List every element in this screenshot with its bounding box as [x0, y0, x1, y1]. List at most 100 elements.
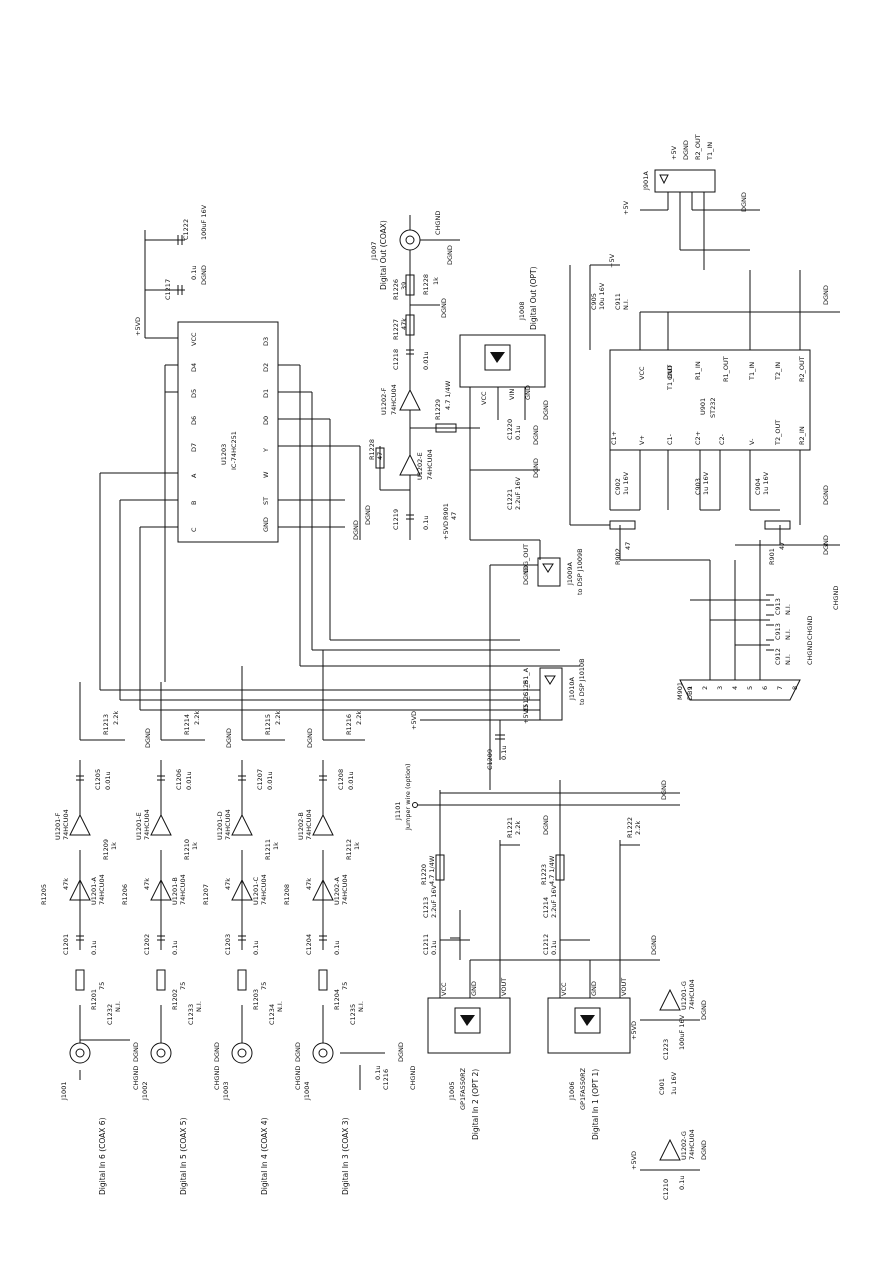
- r1221-val: 2.2k: [514, 821, 522, 835]
- gp1-part: GP1FA550RZ: [579, 1067, 587, 1110]
- r1212-ref: R1212: [345, 839, 353, 860]
- u1203-pin-gnd: GND: [262, 517, 270, 532]
- chgnd-label: CHGND: [409, 1066, 417, 1090]
- j1006-ref: J1006: [568, 1082, 576, 1101]
- u901-pin-r1in: R1_IN: [694, 361, 702, 380]
- u1202g-part: 74HCU04: [688, 1129, 696, 1160]
- r1204-val: 75: [341, 982, 349, 990]
- u1201c-ref: U1201-C: [252, 876, 260, 905]
- c912-ref: C913: [774, 623, 782, 640]
- c1233-val: N.I.: [195, 1001, 203, 1012]
- c1207-val: 0.01u: [266, 771, 274, 790]
- u901-pin-t2out: T2_OUT: [774, 420, 782, 446]
- c905-ref: C911: [614, 293, 622, 310]
- dgnd-label: DGND: [200, 265, 208, 285]
- gp2-part: GP1FA550RZ: [459, 1067, 467, 1110]
- r1202-ref: R1202: [171, 989, 179, 1010]
- u901-pin-c1m: C1-: [666, 433, 674, 445]
- chgnd-label: CHGND: [132, 1066, 140, 1090]
- chgnd-label: CHGND: [213, 1066, 221, 1090]
- c1216-ref: C1216: [382, 1069, 390, 1090]
- chgnd-label: CHGND: [294, 1066, 302, 1090]
- j1001-ref: J1001: [60, 1082, 68, 1101]
- vdd-label: +5VD: [630, 1021, 638, 1040]
- r1227-ref: R1228: [368, 439, 376, 460]
- opt-receiver-j1006: J1006 GP1FA550RZ Digital In 1 (OPT 1) VC…: [470, 780, 660, 1140]
- m901-ref: M901: [676, 682, 684, 700]
- c1232-ref: C1232: [106, 1004, 114, 1025]
- u901-ref: U901: [699, 398, 707, 415]
- m901-db9: M901 DB9 C912 N.I. C913 N.I. C913 N.I. C…: [619, 525, 840, 701]
- in2-label: Digital In 2 (OPT 2): [471, 1069, 480, 1140]
- u1203-pin-a: A: [190, 473, 198, 478]
- u1202g-ref: U1202-G: [680, 1131, 688, 1160]
- dgnd-label: DGND: [522, 565, 530, 585]
- r1225-ref: R1227: [392, 319, 400, 340]
- r902-val: 47: [624, 542, 632, 550]
- u1201a-ref: U1201-A: [90, 876, 98, 905]
- u1201f-part: 74HCU04: [62, 809, 70, 840]
- u1201a-part: 74HCU04: [98, 874, 106, 905]
- r1215-ref: R1215: [264, 714, 272, 735]
- u1203-mux: U1203 IC-74HC251 VCC D4 D5 D6 D7 A B C D…: [100, 317, 372, 543]
- r1214-val: 2.2k: [193, 711, 201, 725]
- u901-pin-vm: V-: [748, 438, 756, 445]
- c1202-val: 0.1u: [171, 941, 179, 955]
- u1201e-ref: U1201-E: [135, 812, 143, 840]
- r1210-val: 1k: [191, 842, 199, 850]
- c1205-ref: C1205: [94, 769, 102, 790]
- in3-label: Digital In 3 (COAX 3): [341, 1117, 350, 1195]
- pin-3: 3: [716, 686, 724, 690]
- r1222-ref: R1222: [626, 817, 634, 838]
- r1228-ref: R1229: [434, 399, 442, 420]
- jumper-label: Jumper wire (option): [404, 763, 412, 831]
- r1207-val: 47k: [224, 878, 232, 890]
- r1223-val: 4.7 1/4W: [548, 855, 556, 885]
- c1206-ref: C1206: [175, 769, 183, 790]
- u1202b-ref: U1202-B: [297, 812, 305, 840]
- r1208-val: 47k: [305, 878, 313, 890]
- c1219-ref: C1219: [392, 509, 400, 530]
- r902-ref: R902: [614, 548, 622, 565]
- j1008-pin-vcc: VCC: [480, 391, 488, 405]
- dgnd-label: DGND: [213, 1042, 221, 1062]
- c1202-ref: C1202: [143, 934, 151, 955]
- pin-4: 4: [731, 686, 739, 690]
- u1202f-part: 74HCU04: [390, 384, 398, 415]
- c903-val: 1u 16V: [762, 471, 770, 495]
- vdd-bus: +5VD C1209 0.1u: [410, 711, 540, 770]
- v5-label: +5V: [608, 253, 616, 268]
- j1006-pin-vcc: VCC: [560, 982, 568, 996]
- pin-1: 1: [686, 686, 694, 690]
- r1227-val: 47: [376, 452, 384, 460]
- r1211-ref: R1211: [264, 839, 272, 860]
- dgnd-label: DGND: [660, 780, 668, 800]
- r1214-ref: R1214: [183, 714, 191, 735]
- c911-ref: C912: [774, 648, 782, 665]
- coax-ground-labels: DGND CHGND DGND CHGND DGND CHGND DGND CH…: [132, 728, 417, 1090]
- c902-val: 1u 16V: [702, 471, 710, 495]
- dgnd-label: DGND: [650, 935, 658, 955]
- r1206-val: 47k: [143, 878, 151, 890]
- c1213-ref: C1213: [422, 897, 430, 918]
- j1010a-ref: J1010A: [568, 677, 576, 701]
- u901-pin-gnd: GND: [666, 365, 674, 380]
- dgnd-label: DGND: [822, 285, 830, 305]
- dgnd-label: DGND: [542, 400, 550, 420]
- c1221-val: 2.2uF 16V: [514, 476, 522, 510]
- u901-value: ST232: [709, 397, 717, 418]
- u1201b-part: 74HCU04: [179, 874, 187, 905]
- r1229-ref: R901: [442, 503, 450, 520]
- vdd-label: +5VD: [630, 1151, 638, 1170]
- db9-label: DB9: [686, 686, 694, 700]
- u901-pin-c1p: C1+: [610, 431, 618, 445]
- c1209-ref: C1210: [662, 1179, 670, 1200]
- r1211-val: 1k: [272, 842, 280, 850]
- c1217-ref: C1217: [164, 279, 172, 300]
- r1209-ref: R1209: [102, 839, 110, 860]
- r1224-val: 39: [400, 282, 408, 290]
- dgnd-label: DGND: [700, 1140, 708, 1160]
- r1207-ref: R1207: [202, 884, 210, 905]
- dgnd-label: DGND: [700, 1000, 708, 1020]
- dgnd-label: DGND: [352, 520, 360, 540]
